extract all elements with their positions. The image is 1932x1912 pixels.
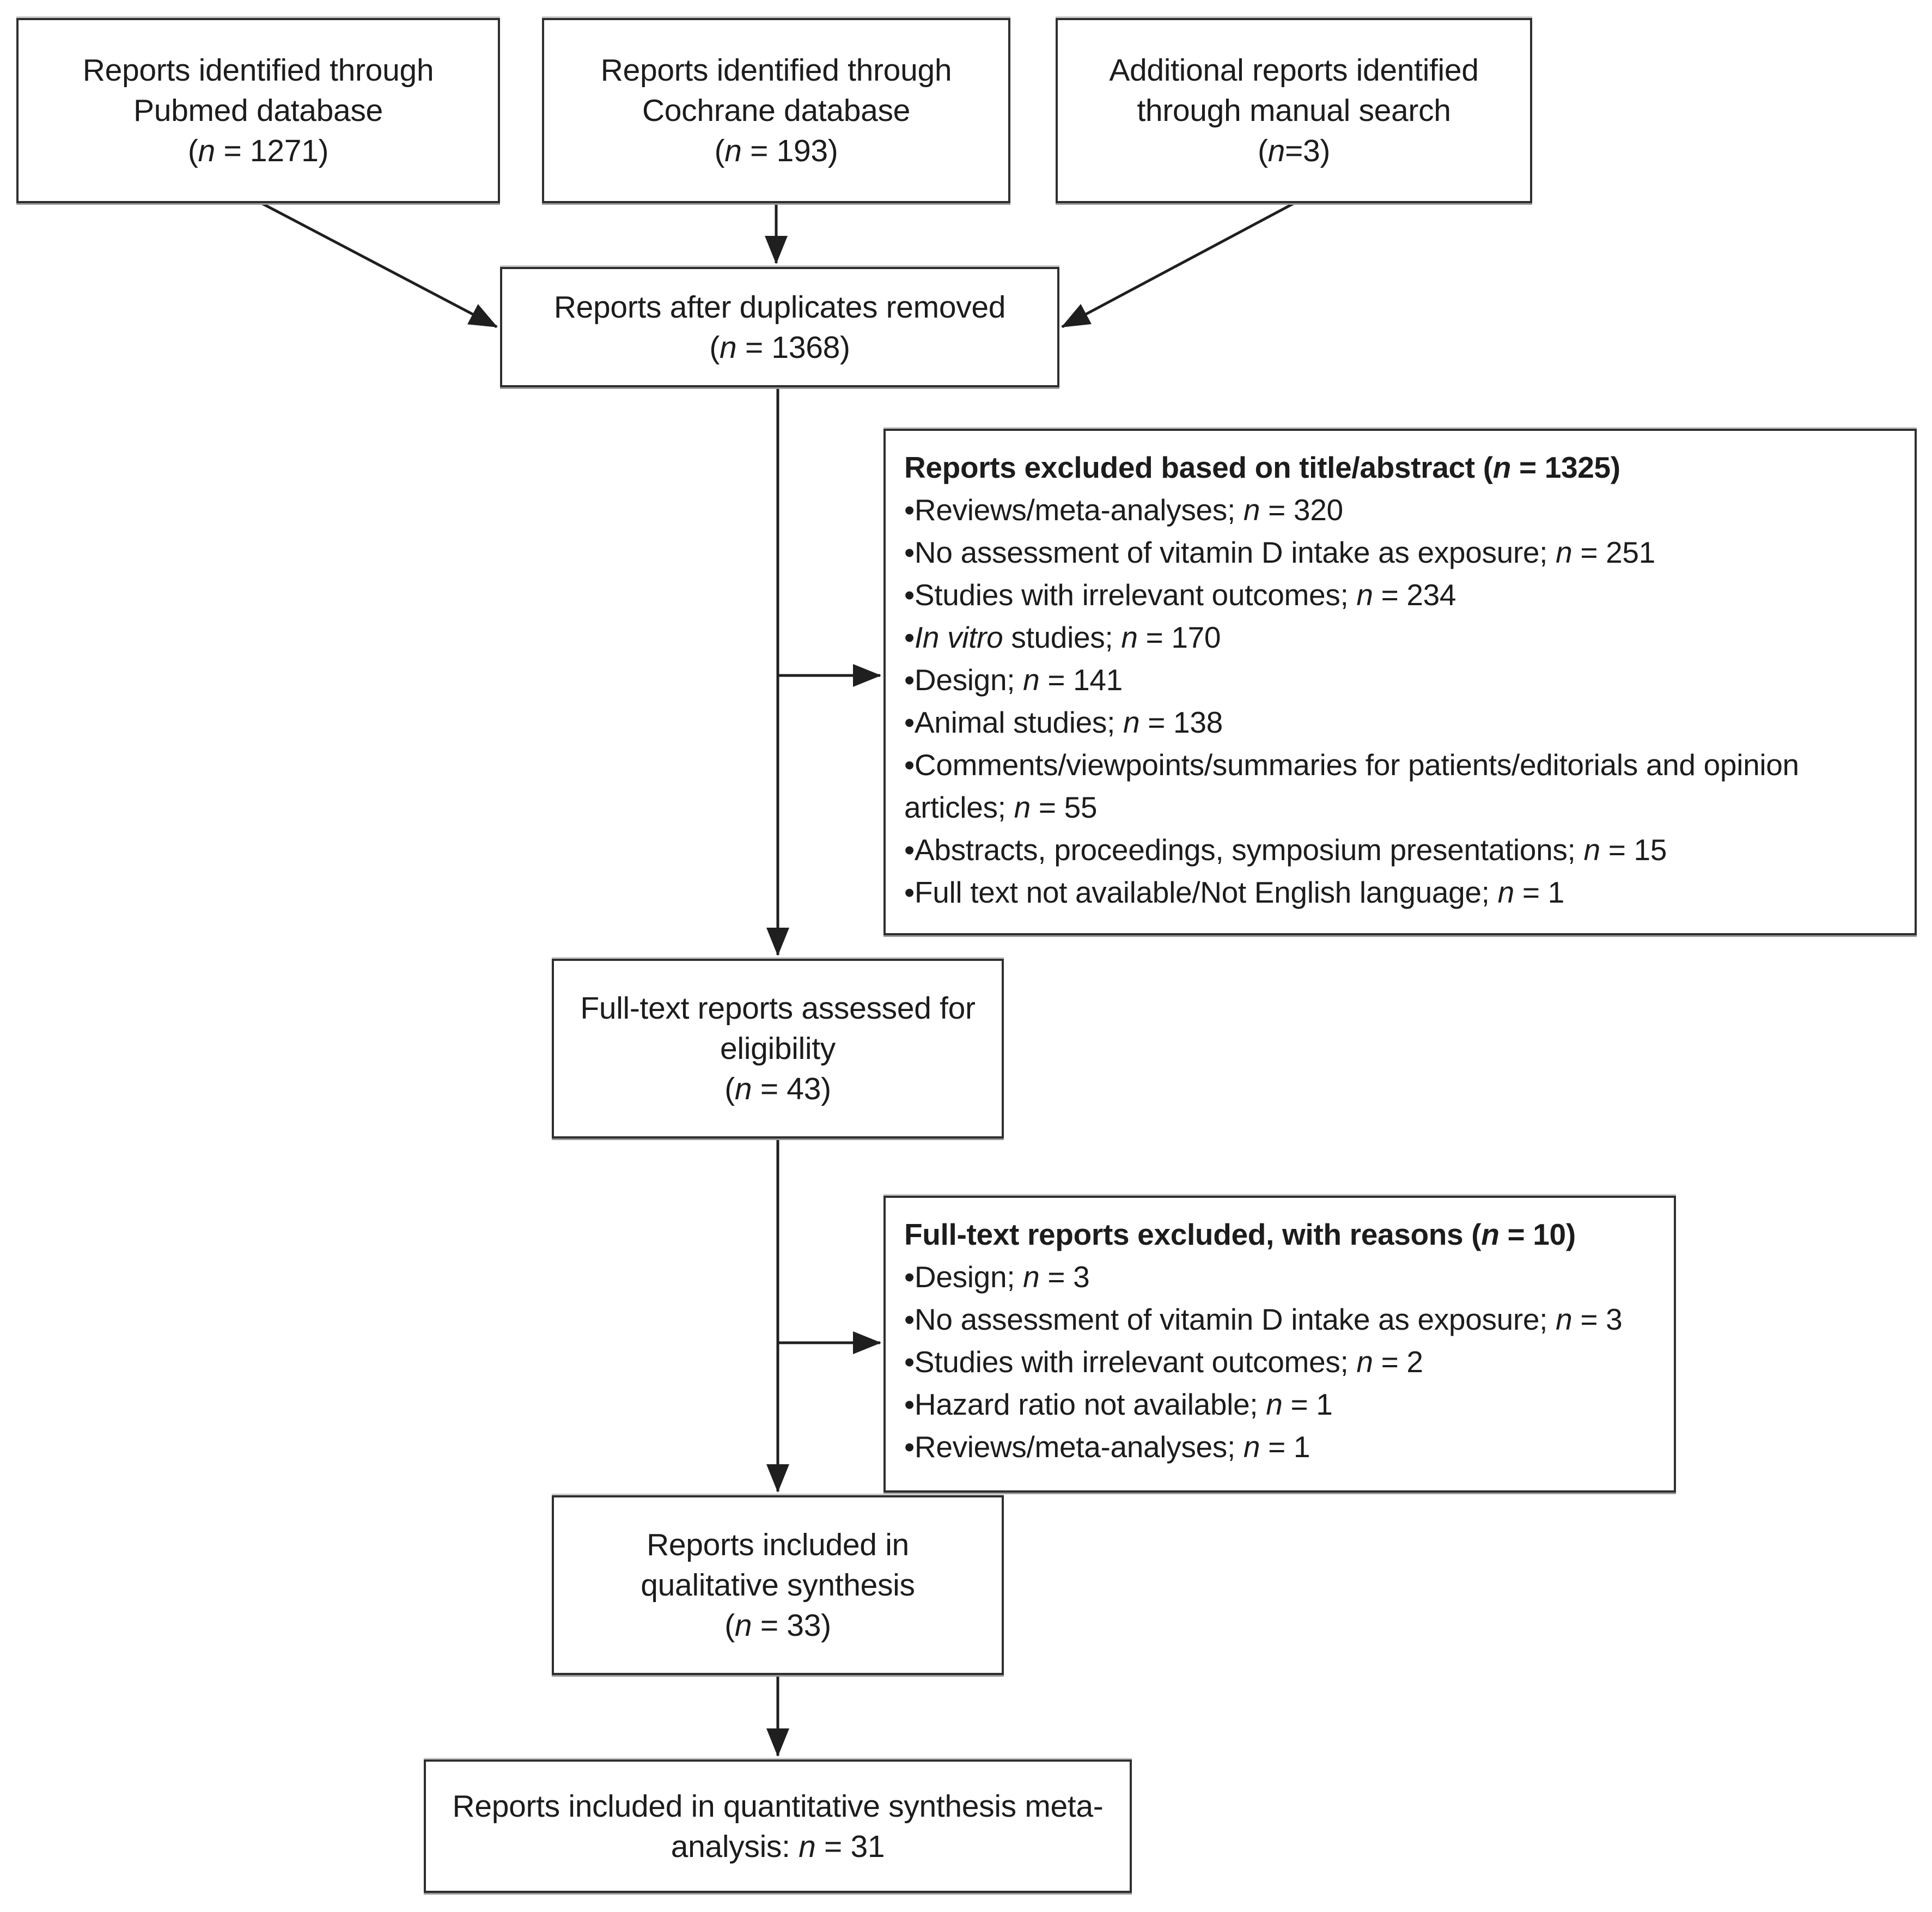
text-line: eligibility [720,1031,836,1066]
text-line: •Comments/viewpoints/summaries for patie… [904,748,1799,824]
text-line: Additional reports identified [1109,53,1479,88]
text-line: •No assessment of vitamin D intake as ex… [904,1302,1623,1336]
box-duplicates-removed: Reports after duplicates removed (n = 136… [500,267,1059,387]
text-line: •Studies with irrelevant outcomes; n = 2… [904,578,1456,612]
text-line: qualitative synthesis [641,1568,915,1603]
excluded-title-abstract-heading: Reports excluded based on title/abstract… [904,450,1620,484]
box-fulltext-assessed: Full-text reports assessed for eligibilit… [552,959,1004,1138]
text-line: analysis: n = 31 [671,1829,885,1864]
box-manual-search-identified: Additional reports identified through man… [1056,18,1532,203]
box-manual-text: Additional reports identified through man… [1058,50,1530,171]
box-excluded-title-abstract: Reports excluded based on title/abstract… [883,429,1917,935]
text-line: •Hazard ratio not available; n = 1 [904,1387,1333,1421]
text-line: •In vitro studies; n = 170 [904,620,1221,654]
box-qualitative-synthesis: Reports included in qualitative synthesis… [552,1495,1004,1675]
text-line: •No assessment of vitamin D intake as ex… [904,535,1655,569]
text-line: •Animal studies; n = 138 [904,705,1223,739]
text-line: (n = 33) [724,1608,831,1643]
text-line: Reports identified through [600,53,952,88]
text-line: Reports identified through [82,53,434,88]
text-line: Cochrane database [642,93,911,128]
box-fulltext-excluded: Full-text reports excluded, with reasons… [883,1196,1676,1493]
box-duplicates-text: Reports after duplicates removed (n = 136… [502,287,1057,368]
box-qualitative-text: Reports included in qualitative synthesis… [554,1525,1002,1646]
text-line: Reports included in quantitative synthes… [452,1788,1104,1824]
text-line: •Design; n = 3 [904,1260,1090,1294]
text-line: (n = 1271) [187,133,329,168]
text-line: (n = 193) [714,133,838,168]
arrow-pubmed-to-duplicates [260,202,498,328]
arrow-manual-to-duplicates [1061,202,1295,328]
box-quantitative-synthesis: Reports included in quantitative synthes… [424,1759,1132,1893]
text-line: •Abstracts, proceedings, symposium prese… [904,833,1667,867]
text-line: Pubmed database [133,93,383,128]
text-line: Reports after duplicates removed [553,289,1006,325]
fulltext-excluded-heading: Full-text reports excluded, with reasons… [904,1217,1576,1251]
text-line: •Reviews/meta-analyses; n = 320 [904,493,1343,527]
text-line: (n=3) [1257,133,1331,168]
text-line: •Design; n = 141 [904,663,1123,697]
text-line: Full-text reports assessed for [580,991,976,1026]
excluded-title-abstract-reasons: •Reviews/meta-analyses; n = 320 •No asses… [904,489,1898,914]
text-line: Reports included in [647,1527,909,1562]
box-quantitative-text: Reports included in quantitative synthes… [426,1786,1130,1867]
text-line: through manual search [1137,93,1451,128]
text-line: •Reviews/meta-analyses; n = 1 [904,1430,1311,1464]
text-line: •Full text not available/Not English lan… [904,875,1564,909]
text-line: (n = 1368) [709,330,850,365]
fulltext-excluded-reasons: •Design; n = 3 •No assessment of vitamin … [904,1256,1657,1468]
text-line: •Studies with irrelevant outcomes; n = 2 [904,1345,1423,1379]
box-fulltext-text: Full-text reports assessed for eligibilit… [554,988,1002,1109]
text-line: (n = 43) [724,1071,831,1106]
